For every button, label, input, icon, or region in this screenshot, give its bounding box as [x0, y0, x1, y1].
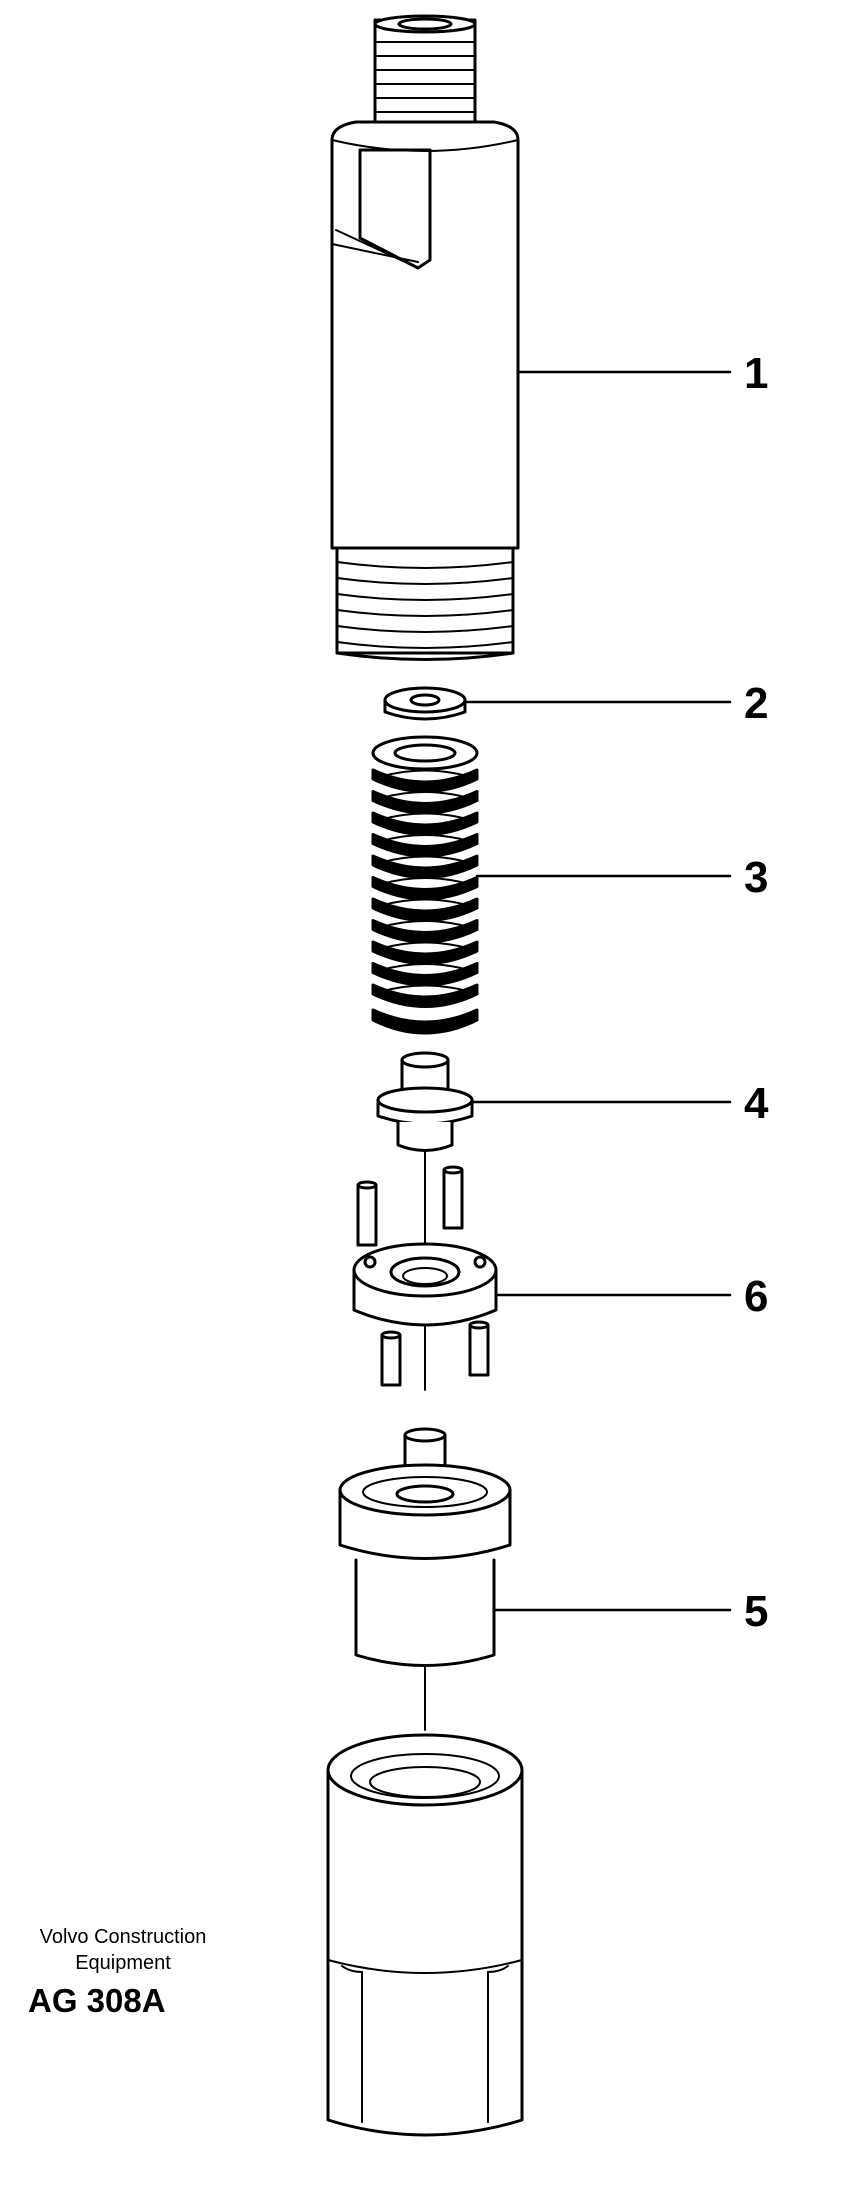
- spring-coil-back: [372, 769, 478, 780]
- callout-numbers: 1 2 3 4 6 5: [744, 349, 769, 1636]
- spring-coil: [371, 790, 479, 815]
- part-5-nozzle: [338, 1427, 512, 1667]
- part-2-shim: [383, 686, 467, 721]
- leader-lines: [463, 370, 732, 1612]
- callout-5: 5: [744, 1587, 768, 1636]
- spring-coil: [371, 854, 479, 879]
- spring-coil-back: [372, 834, 478, 845]
- part-6-intermediate-plate: [352, 1165, 498, 1387]
- spring-coil: [371, 983, 479, 1008]
- spring-coil: [371, 940, 479, 965]
- spring-coil-back: [372, 791, 478, 802]
- spring-coil: [371, 811, 479, 836]
- callout-2: 2: [744, 679, 768, 728]
- spring-coil: [371, 919, 479, 944]
- spring-coil-back: [372, 898, 478, 909]
- spring-coil: [371, 833, 479, 858]
- spring-coil-back: [372, 812, 478, 823]
- part-4-spring-seat: [376, 1051, 474, 1152]
- spring-coil-back: [372, 877, 478, 888]
- callout-3: 3: [744, 853, 768, 902]
- spring-coil-back: [372, 855, 478, 866]
- callout-6: 6: [744, 1272, 768, 1321]
- spring-coil: [371, 897, 479, 922]
- figure-code: AG 308A: [28, 1982, 166, 2019]
- credit-line-2: Equipment: [75, 1952, 171, 1974]
- callout-4: 4: [744, 1079, 769, 1128]
- spring-coil-back: [372, 920, 478, 931]
- nozzle-cap-nut: [326, 1733, 524, 2137]
- spring-coil-back: [372, 984, 478, 995]
- spring-coil-back: [372, 941, 478, 952]
- part-3-spring: [371, 735, 479, 1035]
- part-1-holder-body: [330, 14, 520, 661]
- spring-coil: [371, 768, 479, 793]
- callout-1: 1: [744, 349, 768, 398]
- spring-coils: [371, 768, 479, 1008]
- spring-coil-back: [372, 963, 478, 974]
- credit-line-1: Volvo Construction: [39, 1926, 207, 1948]
- spring-coil: [371, 962, 479, 987]
- spring-coil: [371, 876, 479, 901]
- publisher-credit: Volvo Construction Equipment AG 308A: [18, 1924, 228, 2020]
